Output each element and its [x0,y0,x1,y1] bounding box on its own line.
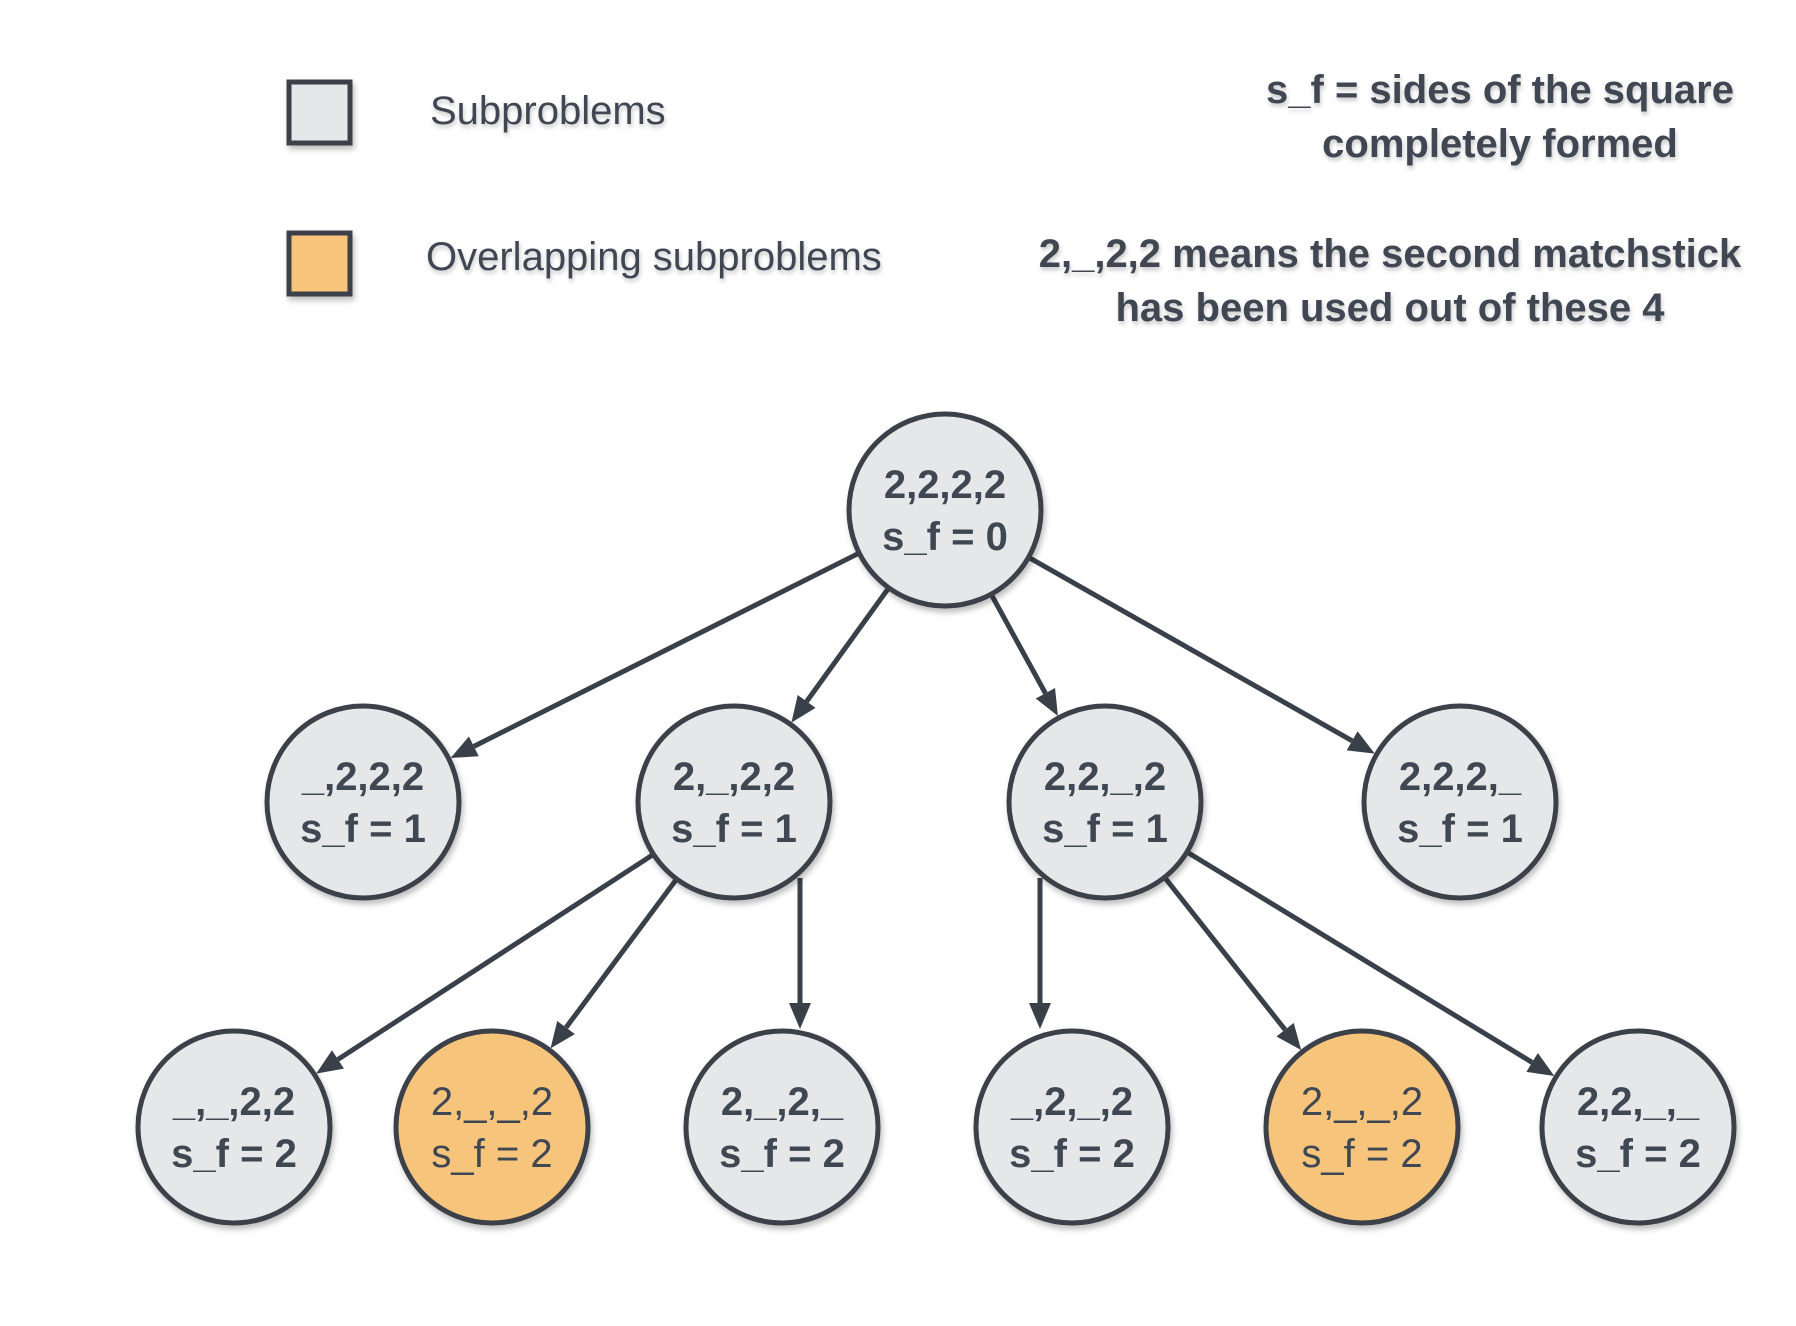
arrowhead [789,1003,811,1029]
node-sf-label: s_f = 2 [1301,1132,1422,1176]
edge-line [988,592,1048,695]
tree-node-l1a: _,2,2,2 s_f = 1 [264,703,462,901]
tree-node-l2d: _,2,_,2 s_f = 2 [973,1028,1171,1226]
edge-l1b-to-l2b [550,877,679,1049]
edge-line [1162,875,1288,1032]
node-state-label: _,2,2,2 [301,755,424,799]
edge-l1c-to-l2f [1185,849,1555,1076]
legend-label-subproblems: Subproblems [430,89,666,133]
edge-line [1027,555,1354,744]
edge-root-to-l1b [791,586,891,723]
overlapping-subproblem-circle [393,1028,591,1226]
note-sf-definition-line-2: completely formed [1322,122,1678,166]
legend-swatch-subproblems [286,79,353,146]
edge-root-to-l1d [1027,555,1375,754]
note-notation-line-1: 2,_,2,2 means the second matchstick [1039,232,1742,276]
legend: Subproblems Overlapping subproblems [286,79,882,297]
edge-root-to-l1a [450,550,861,759]
node-state-label: 2,2,2,_ [1399,755,1522,799]
subproblem-circle [1539,1028,1737,1226]
tree-node-root: 2,2,2,2 s_f = 0 [846,411,1044,609]
tree-node-l1c: 2,2,_,2 s_f = 1 [1006,703,1204,901]
arrowhead [450,736,479,759]
node-state-label: _,2,_,2 [1010,1080,1133,1124]
tree-node-l1d: 2,2,2,_ s_f = 1 [1361,703,1559,901]
node-sf-label: s_f = 2 [1009,1132,1135,1176]
tree-nodes: 2,2,2,2 s_f = 0 _,2,2,2 s_f = 1 2,_,2,2 s_f =… [135,411,1737,1226]
subproblem-circle [846,411,1044,609]
arrowhead [1276,1022,1302,1051]
node-state-label: 2,_,2,_ [721,1080,844,1124]
tree-node-l2e-overlapping: 2,_,_,2 s_f = 2 [1263,1028,1461,1226]
edge-line [1185,849,1534,1065]
tree-node-l2b-overlapping: 2,_,_,2 s_f = 2 [393,1028,591,1226]
tree-node-l2a: _,_,2,2 s_f = 2 [135,1028,333,1226]
edge-l1b-to-l2a [316,852,655,1074]
edge-line [564,877,679,1030]
subproblem-circle [1361,703,1559,901]
legend-label-overlapping: Overlapping subproblems [426,235,882,279]
tree-node-l2f: 2,2,_,_ s_f = 2 [1539,1028,1737,1226]
edge-l1c-to-l2d [1029,878,1051,1029]
legend-swatch-overlapping [286,230,353,297]
overlapping-subproblem-circle [1263,1028,1461,1226]
node-sf-label: s_f = 2 [719,1132,845,1176]
node-sf-label: s_f = 1 [671,807,797,851]
node-sf-label: s_f = 2 [431,1132,552,1176]
arrowhead [316,1050,344,1074]
arrowhead [1526,1053,1555,1076]
node-state-label: 2,2,_,2 [1044,755,1166,799]
edge-l1b-to-l2c [789,878,811,1029]
arrowhead [1029,1003,1051,1029]
subproblem-circle [1006,703,1204,901]
edge-root-to-l1c [988,592,1058,717]
node-sf-label: s_f = 2 [1575,1132,1701,1176]
tree-node-l1b: 2,_,2,2 s_f = 1 [635,703,833,901]
node-state-label: 2,_,_,2 [431,1080,553,1124]
notes: s_f = sides of the square completely for… [1039,68,1742,330]
node-state-label: 2,_,2,2 [673,755,795,799]
subproblem-circle [973,1028,1171,1226]
arrowhead [1035,687,1058,717]
arrowhead [1346,731,1375,754]
tree-node-l2c: 2,_,2,_ s_f = 2 [683,1028,881,1226]
edge-line [472,550,861,749]
arrowhead [791,695,816,723]
tree-edges [316,550,1555,1076]
legend-item-subproblems: Subproblems [286,79,666,146]
edge-line [336,852,655,1062]
node-sf-label: s_f = 1 [1042,807,1168,851]
subproblem-circle [135,1028,333,1226]
arrowhead [550,1020,575,1049]
node-state-label: 2,_,_,2 [1301,1080,1423,1124]
note-sf-definition-line-1: s_f = sides of the square [1266,68,1734,112]
note-notation-line-2: has been used out of these 4 [1115,286,1665,330]
legend-item-overlapping: Overlapping subproblems [286,230,882,297]
node-state-label: 2,2,2,2 [884,463,1006,507]
subproblem-circle [264,703,462,901]
node-state-label: 2,2,_,_ [1577,1080,1700,1124]
edge-line [804,586,891,703]
node-state-label: _,_,2,2 [172,1080,295,1124]
node-sf-label: s_f = 0 [882,515,1008,559]
subproblem-circle [683,1028,881,1226]
node-sf-label: s_f = 1 [1397,807,1523,851]
node-sf-label: s_f = 2 [171,1132,297,1176]
subproblem-circle [635,703,833,901]
edge-l1c-to-l2e [1162,875,1302,1051]
node-sf-label: s_f = 1 [300,807,426,851]
